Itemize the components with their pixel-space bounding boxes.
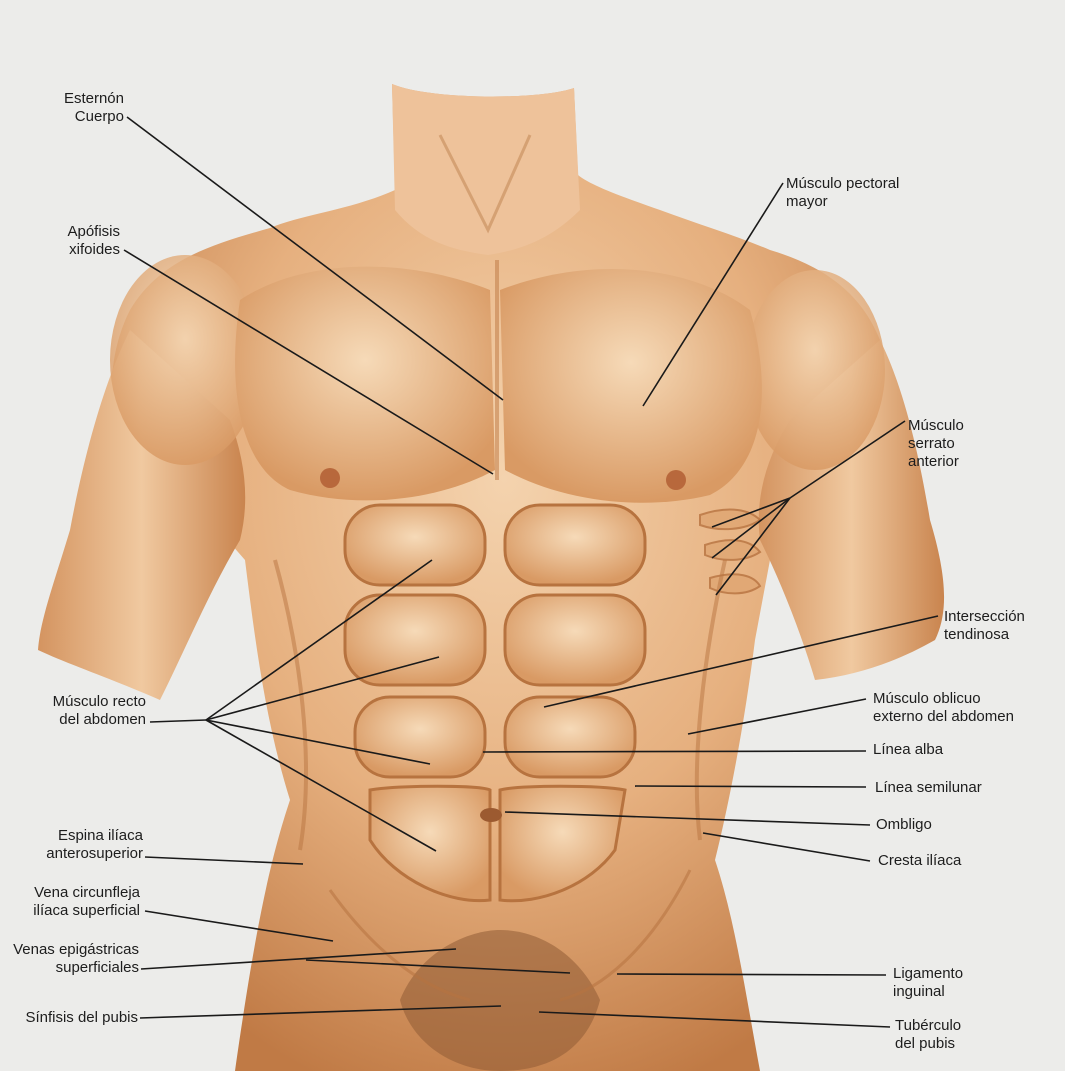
label-line: del pubis [895, 1035, 956, 1052]
label-line: del abdomen [59, 711, 146, 728]
label-ligamento-inguinal: Ligamento inguinal [893, 965, 963, 1001]
neck [392, 84, 580, 255]
label-pectoral-mayor: Músculo pectoral mayor [786, 175, 899, 211]
label-line: Músculo [908, 417, 964, 434]
label-sinfisis-pubis: Sínfisis del pubis [25, 1009, 138, 1027]
label-linea-semilunar: Línea semilunar [875, 779, 982, 797]
label-vena-circunfleja: Vena circunfleja ilíaca superficial [33, 884, 140, 920]
label-line: inguinal [893, 983, 945, 1000]
label-line: Apófisis [67, 223, 120, 240]
left-pectoral [235, 266, 495, 501]
label-line: Cresta ilíaca [878, 852, 962, 869]
label-apofisis-xifoides: Apófisis xifoides [67, 223, 120, 259]
label-line: Línea semilunar [875, 779, 982, 796]
label-line: Venas epigástricas [13, 941, 139, 958]
label-tuberculo-pubis: Tubérculo del pubis [895, 1017, 961, 1053]
label-line: Músculo pectoral [786, 175, 900, 192]
label-line: Intersección [944, 608, 1025, 625]
label-line: tendinosa [944, 626, 1010, 643]
label-line: Ombligo [876, 816, 932, 833]
label-line: Tubérculo [895, 1017, 962, 1034]
label-line: anterior [908, 453, 959, 470]
label-line: Músculo recto [52, 693, 146, 710]
label-line: anterosuperior [46, 845, 143, 862]
label-line: serrato [908, 435, 955, 452]
label-line: xifoides [69, 241, 120, 258]
label-line: ilíaca superficial [33, 902, 140, 919]
label-line: superficiales [55, 959, 139, 976]
label-linea-alba: Línea alba [873, 741, 943, 759]
label-line: Músculo oblicuo [873, 690, 981, 707]
label-line: Cuerpo [74, 108, 124, 125]
label-recto-abdomen: Músculo recto del abdomen [53, 693, 146, 729]
label-ombligo: Ombligo [876, 816, 932, 834]
label-interseccion-tendinosa: Intersección tendinosa [944, 608, 1025, 644]
label-oblicuo-externo: Músculo oblicuo externo del abdomen [873, 690, 1014, 726]
pubic-region [400, 930, 600, 1071]
label-line: externo del abdomen [873, 708, 1014, 725]
label-line: Ligamento [893, 965, 964, 982]
label-line: Espina ilíaca [57, 827, 143, 844]
label-espina-iliaca: Espina ilíaca anterosuperior [46, 827, 143, 863]
label-line: mayor [786, 193, 828, 210]
label-serrato-anterior: Músculo serrato anterior [908, 417, 964, 471]
label-line: Vena circunfleja [34, 884, 140, 901]
label-cresta-iliaca: Cresta ilíaca [878, 852, 961, 870]
label-line: Esternón [63, 90, 124, 107]
label-line: Sínfisis del pubis [25, 1009, 138, 1026]
label-esternon: Esternón Cuerpo [64, 90, 124, 126]
right-pectoral [500, 268, 762, 503]
label-venas-epigastricas: Venas epigástricas superficiales [13, 941, 139, 977]
label-line: Línea alba [873, 741, 944, 758]
leader-lines [123, 116, 939, 1028]
